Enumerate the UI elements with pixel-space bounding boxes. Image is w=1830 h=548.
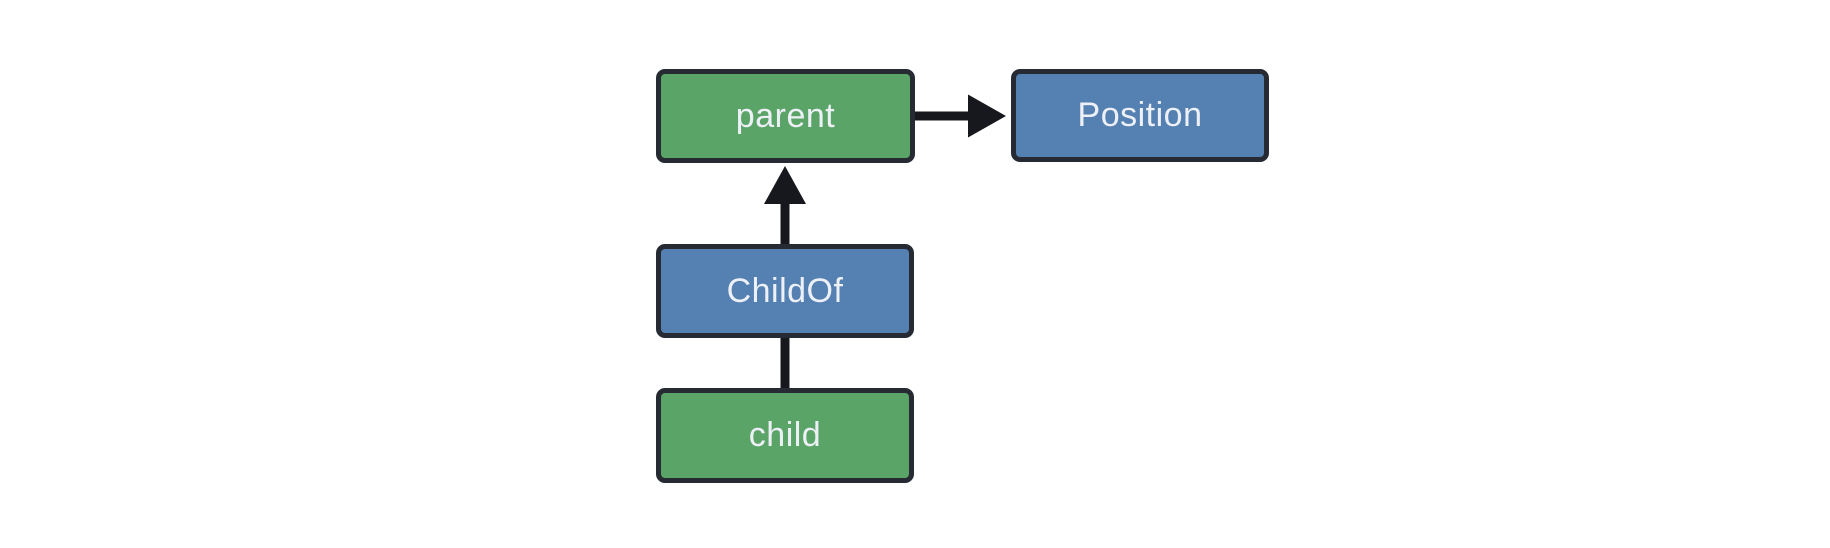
edge-parent-to-position	[912, 94, 1006, 138]
arrow-shaft	[780, 202, 790, 246]
arrow-head-up-icon	[764, 166, 806, 204]
arrow-head-right-icon	[968, 94, 1006, 138]
node-child-label: child	[748, 416, 822, 454]
connector-line	[780, 336, 790, 390]
node-position-label: Position	[1077, 96, 1203, 134]
node-parent-label: parent	[735, 96, 836, 135]
node-childof: ChildOf	[656, 244, 914, 338]
edge-child-to-childof	[780, 336, 790, 390]
arrow-shaft	[912, 111, 969, 121]
node-child: child	[656, 388, 914, 483]
node-childof-label: ChildOf	[726, 271, 844, 310]
edge-childof-to-parent	[764, 166, 806, 246]
node-position: Position	[1011, 69, 1269, 162]
node-parent: parent	[656, 69, 915, 163]
